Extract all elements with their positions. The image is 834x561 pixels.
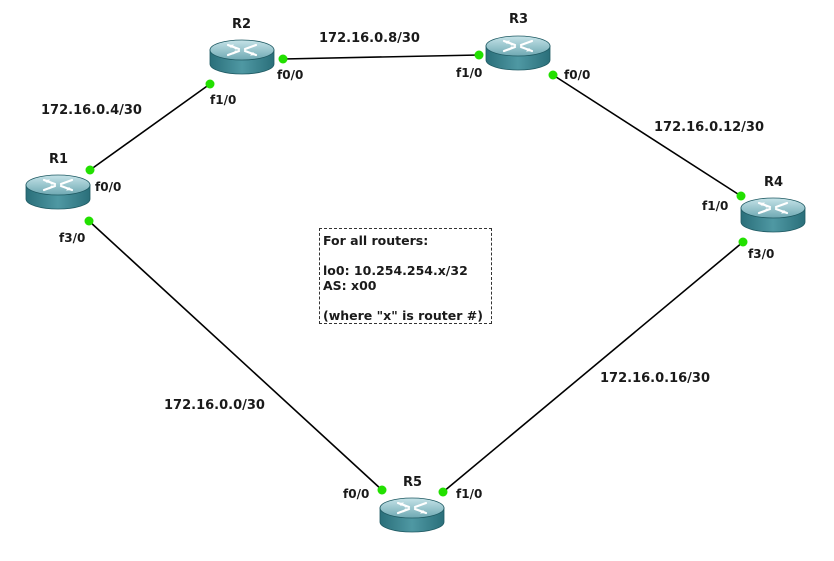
router-r3[interactable] — [484, 34, 552, 72]
note-line-4: (where "x" is router #) — [323, 308, 483, 323]
port-status-dot — [736, 191, 746, 201]
link-r1-r2[interactable] — [89, 83, 211, 171]
iface-label-r1-f0-0: f0/0 — [95, 180, 122, 194]
note-box[interactable]: For all routers: lo0: 10.254.254.x/32 AS… — [319, 228, 492, 324]
iface-label-r5-f1-0: f1/0 — [456, 487, 483, 501]
subnet-label-r1-r2: 172.16.0.4/30 — [41, 103, 142, 118]
subnet-label-r3-r4: 172.16.0.12/30 — [654, 120, 765, 135]
note-line-1: For all routers: — [323, 233, 429, 248]
port-status-dot — [85, 165, 95, 175]
iface-label-r4-f1-0: f1/0 — [702, 199, 729, 213]
iface-label-r5-f0-0: f0/0 — [343, 487, 370, 501]
note-line-2: lo0: 10.254.254.x/32 — [323, 263, 468, 278]
subnet-label-r2-r3: 172.16.0.8/30 — [319, 31, 420, 46]
port-status-dot — [548, 70, 558, 80]
router-r4[interactable] — [739, 196, 807, 234]
port-status-dot — [205, 79, 215, 89]
router-icon — [484, 34, 552, 72]
links — [88, 54, 744, 493]
router-icon — [24, 173, 92, 211]
iface-label-r2-f1-0: f1/0 — [210, 93, 237, 107]
port-status-dot — [474, 50, 484, 60]
router-label-r4: R4 — [764, 175, 784, 190]
router-label-r3: R3 — [509, 12, 529, 27]
router-r5[interactable] — [378, 496, 446, 534]
router-r2[interactable] — [208, 38, 276, 76]
port-status-dot — [377, 485, 387, 495]
router-icon — [739, 196, 807, 234]
iface-label-r3-f0-0: f0/0 — [564, 68, 591, 82]
iface-label-r2-f0-0: f0/0 — [277, 68, 304, 82]
link-r3-r4[interactable] — [552, 74, 742, 197]
port-status-dot — [738, 237, 748, 247]
iface-label-r3-f1-0: f1/0 — [456, 66, 483, 80]
port-dots — [84, 50, 748, 497]
port-status-dot — [438, 487, 448, 497]
link-r1-r5[interactable] — [88, 220, 383, 491]
iface-label-r4-f3-0: f3/0 — [748, 247, 775, 261]
router-icon — [378, 496, 446, 534]
subnet-label-r1-r5: 172.16.0.0/30 — [164, 398, 265, 413]
port-status-dot — [84, 216, 94, 226]
note-line-3: AS: x00 — [323, 278, 377, 293]
router-icon — [208, 38, 276, 76]
router-label-r1: R1 — [49, 152, 69, 167]
router-label-r5: R5 — [403, 475, 423, 490]
link-r2-r3[interactable] — [282, 54, 480, 60]
port-status-dot — [278, 54, 288, 64]
router-r1[interactable] — [24, 173, 92, 211]
link-r4-r5[interactable] — [442, 241, 744, 493]
subnet-label-r4-r5: 172.16.0.16/30 — [600, 371, 711, 386]
router-label-r2: R2 — [232, 17, 252, 32]
iface-label-r1-f3-0: f3/0 — [59, 231, 86, 245]
